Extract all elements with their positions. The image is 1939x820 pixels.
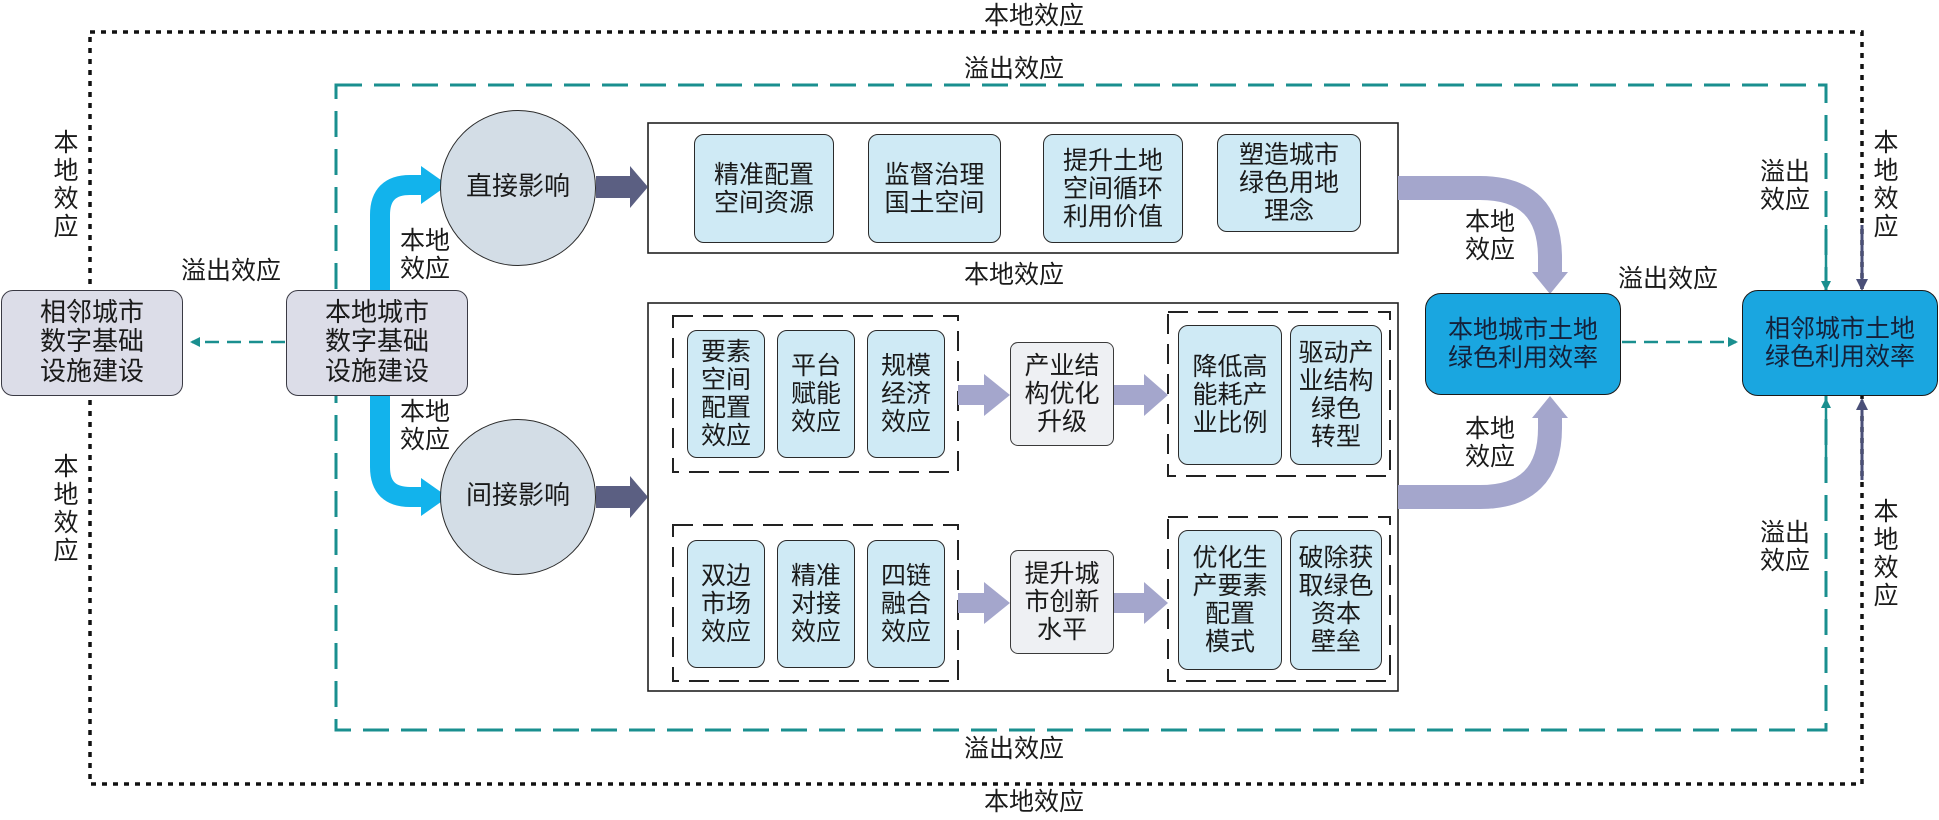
row2-mechanism-3: 四链 融合 效应 <box>867 540 945 668</box>
result-group-2 <box>1167 516 1391 682</box>
row2-arrow-a-head <box>984 582 1010 624</box>
row2-arrow-b <box>1114 593 1144 613</box>
direct-item-1: 精准配置 空间资源 <box>694 134 834 243</box>
inner-bottom-label: 溢出效应 <box>957 735 1071 763</box>
row1-mechanism-1: 要素 空间 配置 效应 <box>687 330 765 458</box>
outer-left-top-label: 本 地 效 应 <box>53 128 79 241</box>
row2-arrow-b-head <box>1144 582 1168 624</box>
inner-top-label: 溢出效应 <box>957 55 1071 83</box>
row2-result-2: 破除获 取绿色 资本 壁垒 <box>1290 530 1382 670</box>
indirect-to-efficiency-label: 本地 效应 <box>1464 414 1516 471</box>
neighbor-efficiency-box: 相邻城市土地 绿色利用效率 <box>1742 290 1938 396</box>
direct-flow-arrowhead <box>1532 272 1568 294</box>
row1-result-2: 驱动产 业结构 绿色 转型 <box>1290 325 1382 465</box>
indirect-effect-label: 本地 效应 <box>399 397 451 454</box>
inner-right-bottom-label: 溢出 效应 <box>1759 518 1811 575</box>
direct-below-label: 本地效应 <box>963 260 1065 289</box>
direct-arrow-head <box>630 166 648 208</box>
indirect-flow-arrowhead <box>1532 396 1568 418</box>
row2-mechanism-2: 精准 对接 效应 <box>777 540 855 668</box>
fork-lower-arrowhead <box>421 478 448 516</box>
direct-to-efficiency-label: 本地 效应 <box>1464 207 1516 264</box>
row1-middle-box: 产业结 构优化 升级 <box>1010 342 1114 446</box>
direct-item-3: 提升土地 空间循环 利用价值 <box>1043 134 1183 243</box>
row1-arrow-a <box>958 385 984 405</box>
local-infra-box: 本地城市 数字基础 设施建设 <box>286 290 468 396</box>
outer-right-top-label: 本 地 效 应 <box>1873 128 1899 241</box>
spill-left-label: 溢出效应 <box>180 256 282 285</box>
direct-item-2: 监督治理 国土空间 <box>868 134 1001 243</box>
row2-arrow-a <box>958 593 984 613</box>
indirect-influence-circle: 间接影响 <box>440 419 596 575</box>
row1-mechanism-3: 规模 经济 效应 <box>867 330 945 458</box>
fork-upper <box>370 175 425 292</box>
row2-result-1: 优化生 产要素 配置 模式 <box>1178 530 1282 670</box>
indirect-arrow-head <box>630 476 648 518</box>
indirect-arrow-shaft <box>596 486 630 508</box>
row2-middle-box: 提升城 市创新 水平 <box>1010 550 1114 654</box>
result-group-1 <box>1167 311 1391 477</box>
spill-right-label: 溢出效应 <box>1617 264 1719 293</box>
direct-item-4: 塑造城市 绿色用地 理念 <box>1217 134 1361 232</box>
inner-right-top-label: 溢出 效应 <box>1759 157 1811 214</box>
direct-influence-circle: 直接影响 <box>440 110 596 266</box>
outer-bottom-label: 本地效应 <box>977 788 1091 816</box>
direct-arrow-shaft <box>596 176 630 198</box>
row2-mechanism-1: 双边 市场 效应 <box>687 540 765 668</box>
fork-upper-arrowhead <box>421 166 448 204</box>
row1-arrow-b-head <box>1144 374 1168 416</box>
direct-to-efficiency-flow <box>1398 176 1562 272</box>
row1-result-1: 降低高 能耗产 业比例 <box>1178 325 1282 465</box>
local-efficiency-box: 本地城市土地 绿色利用效率 <box>1425 293 1621 395</box>
fork-lower <box>370 392 425 507</box>
row1-arrow-b <box>1114 385 1144 405</box>
direct-effect-label: 本地 效应 <box>399 226 451 283</box>
indirect-to-efficiency-flow <box>1398 418 1562 509</box>
outer-right-bottom-label: 本 地 效 应 <box>1873 497 1899 610</box>
outer-top-label: 本地效应 <box>977 2 1091 30</box>
row1-mechanism-2: 平台 赋能 效应 <box>777 330 855 458</box>
neighbor-infra-box: 相邻城市 数字基础 设施建设 <box>1 290 183 396</box>
row1-arrow-a-head <box>984 374 1010 416</box>
inner-frame <box>334 83 1828 732</box>
outer-left-bottom-label: 本 地 效 应 <box>53 452 79 565</box>
